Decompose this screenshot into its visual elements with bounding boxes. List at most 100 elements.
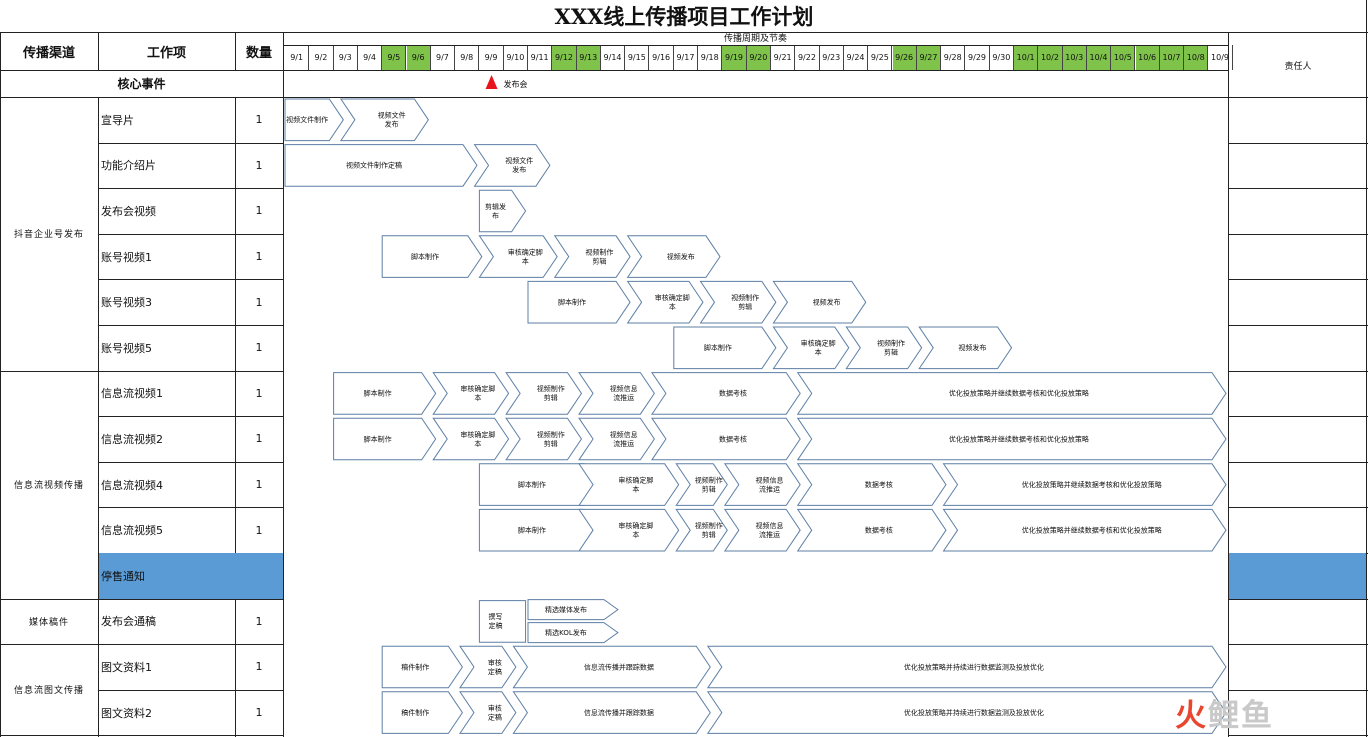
task-label: 撰写定稿 — [488, 612, 502, 630]
task-label: 审核确定脚本 — [618, 475, 653, 493]
date-cell: 10/8 — [1184, 45, 1209, 70]
grid-line — [1228, 416, 1368, 418]
task-arrow — [723, 463, 801, 506]
task-arrow — [723, 508, 801, 552]
task-arrow — [505, 372, 583, 415]
date-cell: 9/28 — [941, 45, 966, 70]
milestone-label: 发布会 — [504, 79, 528, 89]
task-arrow — [772, 326, 850, 370]
task-label: 数据考核 — [719, 434, 747, 443]
task-label: 数据考核 — [865, 526, 893, 535]
task-label: 数据考核 — [719, 389, 747, 398]
task-arrow — [284, 98, 344, 142]
task-label: 脚本制作 — [411, 252, 439, 261]
task-arrow — [706, 691, 1227, 734]
task-arrow — [381, 235, 483, 278]
task-label: 脚本制作 — [518, 526, 546, 535]
task-arrow — [675, 463, 728, 506]
task-label: 脚本制作 — [364, 389, 392, 398]
grid-line — [0, 70, 283, 71]
task-label: 视频文件制作 — [286, 115, 328, 124]
date-cell: 9/17 — [674, 45, 699, 70]
quantity-cell: 1 — [255, 478, 263, 492]
task-arrow — [796, 508, 947, 552]
date-cell: 9/21 — [771, 45, 796, 70]
task-label: 视频信息流推运 — [755, 521, 783, 539]
watermark-part2: 鲤鱼 — [1208, 698, 1274, 734]
task-label: 审核定稿 — [488, 703, 502, 721]
task-label: 审核确定脚本 — [508, 247, 543, 265]
task-label: 审核确定脚本 — [618, 521, 653, 539]
task-label: 脚本制作 — [518, 480, 546, 489]
task-label: 脚本制作 — [704, 343, 732, 352]
task-arrow — [505, 417, 583, 461]
date-cell: 9/3 — [334, 45, 358, 70]
task-arrow — [473, 144, 551, 187]
work-item-cell: 发布会通稿 — [101, 615, 156, 629]
quantity-cell: 1 — [255, 706, 263, 720]
work-item-cell: 宣导片 — [101, 113, 134, 127]
task-arrow — [527, 599, 619, 621]
quantity-cell: 1 — [255, 250, 263, 264]
grid-line — [235, 33, 236, 70]
grid-line — [98, 598, 283, 600]
task-label: 信息流传播并跟踪数据 — [584, 662, 654, 671]
grid-line — [0, 97, 1368, 98]
date-cell: 9/18 — [698, 45, 723, 70]
quantity-cell: 1 — [255, 341, 263, 355]
work-item-cell: 停售通知 — [101, 569, 145, 583]
date-cell: 9/19 — [722, 45, 747, 70]
task-label: 脚本制作 — [558, 298, 586, 307]
date-cell: 9/1 — [285, 45, 310, 70]
task-arrow — [512, 691, 711, 734]
task-label: 审核确定脚本 — [801, 339, 836, 357]
quantity-cell: 1 — [255, 158, 263, 172]
grid-line — [1228, 188, 1368, 190]
grid-line — [98, 461, 283, 463]
grid-line — [98, 142, 283, 144]
task-arrow — [650, 417, 801, 461]
task-label: 视频制作剪辑 — [731, 293, 759, 311]
grid-line — [98, 188, 283, 190]
task-arrow — [578, 463, 680, 506]
date-cell: 9/2 — [309, 45, 334, 70]
date-cell: 9/6 — [406, 45, 431, 70]
task-label: 优化投放策略并持续进行数据监测及投放优化 — [904, 708, 1044, 717]
task-label: 审核确定脚本 — [460, 384, 495, 402]
task-arrow — [706, 645, 1227, 689]
task-arrow — [626, 235, 721, 278]
task-label: 视频信息流推运 — [610, 384, 638, 402]
work-item-cell: 图文资料2 — [101, 706, 152, 720]
task-label: 稿件制作 — [401, 662, 429, 671]
grid-line — [98, 325, 283, 326]
task-arrow — [527, 622, 619, 644]
date-cell: 9/11 — [528, 45, 553, 70]
date-cell: 10/4 — [1086, 45, 1112, 70]
task-label: 视频信息流推运 — [610, 430, 638, 448]
grid-line — [1228, 325, 1368, 326]
header-period: 传播周期及节奏 — [723, 34, 787, 44]
task-arrow — [478, 189, 527, 233]
task-arrow — [918, 326, 1013, 370]
grid-line — [0, 644, 98, 646]
quantity-cell: 1 — [255, 614, 263, 628]
watermark-part1: 火 — [1175, 698, 1208, 734]
date-cell: 9/26 — [892, 45, 917, 70]
quantity-cell: 1 — [255, 523, 263, 537]
date-cell: 9/7 — [431, 45, 456, 70]
work-item-cell: 功能介绍片 — [101, 159, 156, 173]
task-arrow — [284, 144, 478, 187]
task-arrow — [333, 417, 437, 461]
grid-line — [98, 233, 283, 235]
work-item-cell: 信息流视频1 — [101, 387, 163, 401]
highlight-row-cell — [99, 553, 283, 599]
date-cell: 9/20 — [746, 45, 771, 70]
task-arrow — [478, 235, 558, 278]
date-cell: 9/9 — [479, 45, 504, 70]
task-arrow — [675, 508, 728, 552]
date-cell: 9/15 — [625, 45, 650, 70]
header-channel: 传播渠道 — [22, 46, 75, 61]
task-label: 视频制作剪辑 — [877, 339, 905, 357]
task-label: 稿件制作 — [401, 708, 429, 717]
